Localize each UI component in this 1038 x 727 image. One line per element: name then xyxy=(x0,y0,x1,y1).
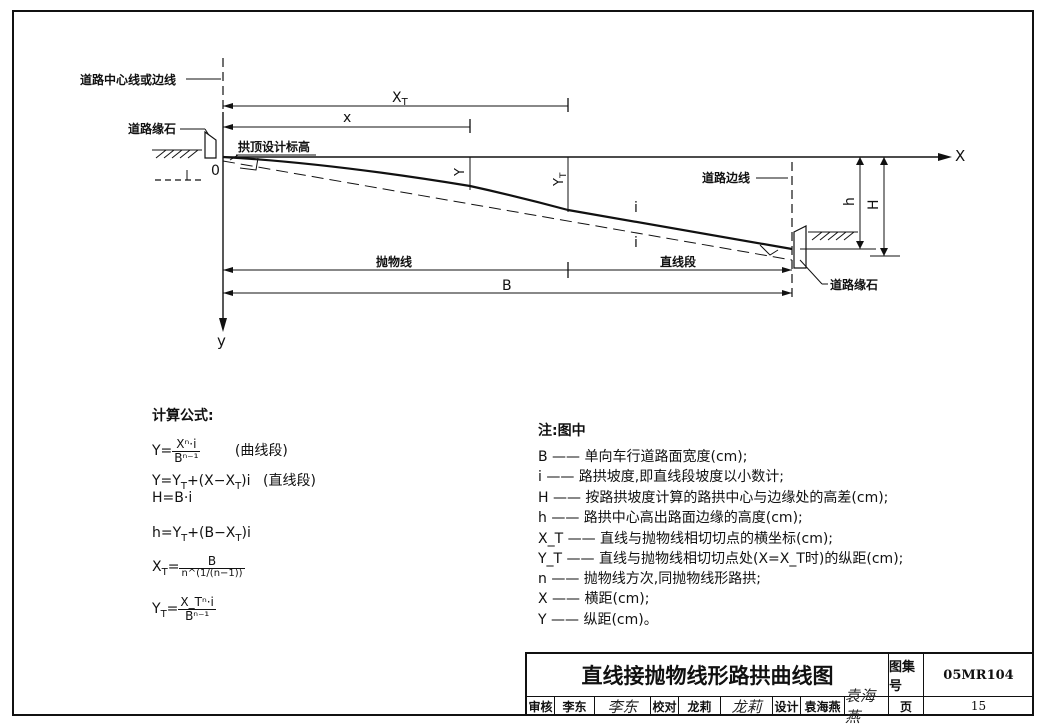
Yt-label: YT xyxy=(552,172,569,187)
h-label: h xyxy=(842,197,858,206)
H-label: H xyxy=(866,199,882,210)
note-i: i —— 路拱坡度,即直线段坡度以小数计; xyxy=(538,469,784,485)
x-label: x xyxy=(343,110,351,126)
note-B: B —— 单向车行道路面宽度(cm); xyxy=(538,449,748,465)
atlas-label: 图集号 xyxy=(889,654,924,697)
notes-title: 注:图中 xyxy=(538,423,586,439)
label-crown-elevation: 拱顶设计标高 xyxy=(238,139,310,154)
note-h: h —— 路拱中心高出路面边缘的高度(cm); xyxy=(538,510,803,526)
label-road-edge: 道路边线 xyxy=(702,170,750,185)
B-label: B xyxy=(502,278,512,294)
soil-hatch-left xyxy=(152,149,202,159)
drawing-frame xyxy=(12,10,1034,716)
designer-name: 袁海燕 xyxy=(801,697,845,716)
note-xt: X_T —— 直线与抛物线相切切点的横坐标(cm); xyxy=(538,531,834,547)
label-center-or-edge: 道路中心线或边线 xyxy=(80,72,176,87)
x-axis-arrow xyxy=(938,153,952,161)
y-axis-label: y xyxy=(217,332,226,350)
note-H: H —— 按路拱坡度计算的路拱中心与边缘处的高差(cm); xyxy=(538,490,889,506)
formula-h: h=YT+(B−XT)i xyxy=(152,525,251,544)
formula-H: H=B·i xyxy=(152,490,193,506)
checker-name: 龙莉 xyxy=(679,697,721,716)
reviewer-name: 李东 xyxy=(555,697,595,716)
y-axis-arrow xyxy=(219,318,227,332)
curb-left xyxy=(204,130,217,159)
page-label: 页 xyxy=(889,697,924,716)
origin-label: 0 xyxy=(211,163,220,179)
label-curb-left: 道路缘石 xyxy=(128,121,176,136)
curb-right xyxy=(793,225,807,269)
road-crown-diagram: y 道路中心线或边线 XT x 道路缘石 拱顶设计标高 0 X Y xyxy=(80,58,965,350)
straight-label: 直线段 xyxy=(660,254,697,269)
straight-section xyxy=(567,208,793,251)
note-n: n —— 抛物线方次,同抛物线形路拱; xyxy=(538,571,761,587)
designer-signature: 袁海燕 xyxy=(845,687,889,726)
checker-signature: 龙莉 xyxy=(721,697,773,716)
drawing-title: 直线接抛物线形路拱曲线图 xyxy=(527,654,889,697)
x-axis-label: X xyxy=(955,147,965,165)
page-number: 15 xyxy=(924,697,1034,716)
xt-label: XT xyxy=(392,90,409,108)
label-curb-right: 道路缘石 xyxy=(830,277,878,292)
note-Y: Y —— 纵距(cm)。 xyxy=(538,612,658,628)
note-X: X —— 横距(cm); xyxy=(538,591,650,607)
tangent-dashed-line xyxy=(222,160,793,261)
parabola-label: 抛物线 xyxy=(376,254,412,269)
Y-label: Y xyxy=(453,168,468,177)
parabola-curve xyxy=(222,155,569,212)
check-label: 校对 xyxy=(651,697,679,716)
atlas-number: 05MR104 xyxy=(924,654,1034,697)
note-yt: Y_T —— 直线与抛物线相切切点处(X=X_T时)的纵距(cm); xyxy=(538,551,904,567)
slope-i-lower: i xyxy=(634,235,638,251)
reviewer-signature: 李东 xyxy=(595,697,651,716)
formula-straight: Y=YT+(X−XT)i (直线段) xyxy=(152,473,316,492)
slope-i-upper: i xyxy=(634,200,638,216)
review-label: 审核 xyxy=(527,697,555,716)
design-label: 设计 xyxy=(773,697,801,716)
formulas-title: 计算公式: xyxy=(152,408,214,424)
title-block: 直线接抛物线形路拱曲线图 图集号 05MR104 审核 李东 李东 校对 龙莉 … xyxy=(525,652,1034,726)
soil-hatch-right xyxy=(808,231,858,241)
